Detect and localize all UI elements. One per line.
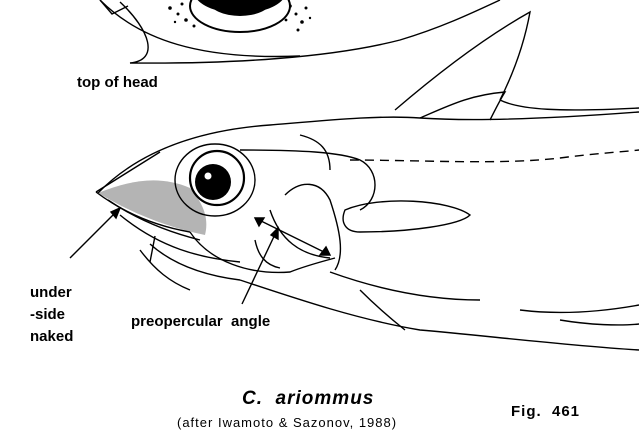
underside-label-line2: -side (30, 304, 73, 326)
underside-label-line3: naked (30, 326, 73, 348)
species-name: C. ariommus (242, 388, 374, 410)
preopercular-angle-label: preopercular angle (131, 311, 270, 333)
figure-number: Fig. 461 (511, 403, 580, 420)
underside-naked-label: under -side naked (30, 282, 73, 348)
underside-label-line1: under (30, 282, 73, 304)
underside-arrow (70, 208, 120, 258)
top-of-head-label: top of head (77, 72, 158, 94)
eye (190, 151, 244, 205)
preopercular-angle-marker (255, 218, 330, 255)
top-of-head-drawing (100, 0, 530, 110)
citation: (after Iwamoto & Sazonov, 1988) (177, 415, 397, 430)
